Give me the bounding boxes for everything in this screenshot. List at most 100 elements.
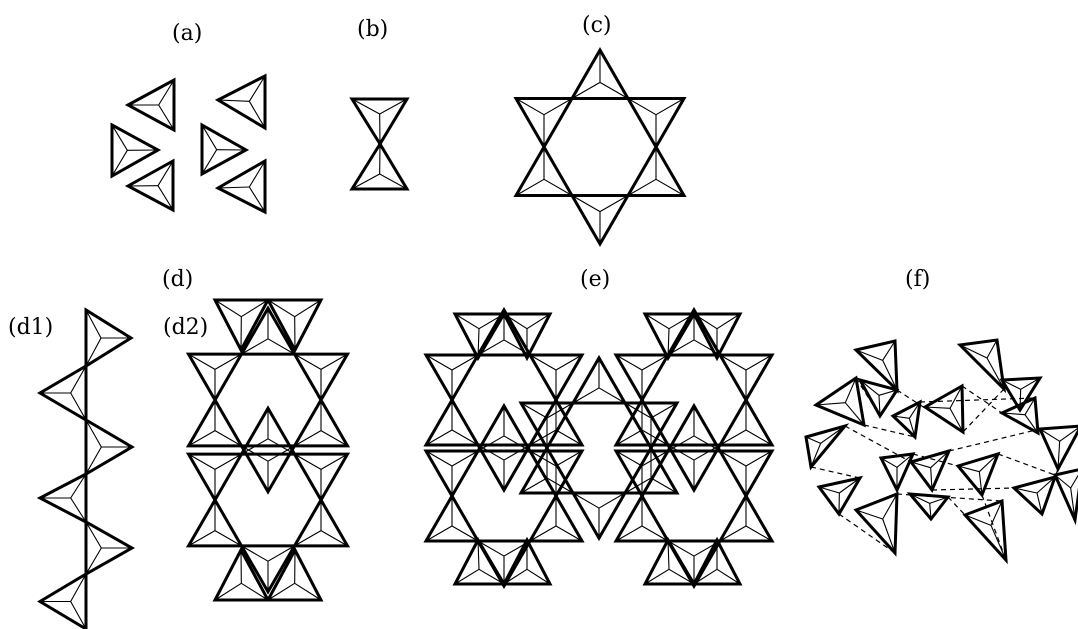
panel-c-six-ring — [513, 47, 687, 247]
ring-tetrahedron — [717, 353, 775, 404]
ring-tetrahedron — [665, 402, 723, 453]
framework-link — [961, 385, 1003, 414]
ring-tetrahedron — [238, 405, 298, 456]
framework-tetrahedron — [890, 399, 922, 441]
framework-tetrahedron — [1052, 468, 1078, 526]
panel-b-paired-tetrahedra — [349, 97, 410, 191]
panel-f-framework — [804, 338, 1078, 565]
label-a: (a) — [172, 21, 202, 46]
lower-tetrahedron — [349, 141, 410, 191]
ring-tetrahedron — [613, 492, 671, 543]
sheet-ring-1 — [423, 306, 585, 494]
label-d2: (d2) — [163, 315, 208, 340]
framework-link — [919, 397, 1036, 403]
ring-tetrahedron — [570, 354, 628, 405]
framework-tetrahedron — [812, 375, 866, 428]
framework-link — [838, 513, 896, 554]
chain-cap-upper-left — [212, 298, 271, 354]
tetrahedron — [200, 122, 250, 177]
ring-tetrahedron — [665, 443, 723, 494]
label-d: (d) — [162, 267, 193, 292]
sheet-cap — [642, 536, 697, 586]
label-d1: (d1) — [8, 315, 53, 340]
ring-tetrahedron — [569, 193, 631, 247]
sheet-ring-3 — [613, 306, 775, 494]
framework-link — [931, 487, 1015, 491]
framework-link — [981, 494, 1007, 561]
chain-cap-lower-left — [212, 546, 271, 602]
ring-tetrahedron — [475, 443, 533, 494]
framework-link — [947, 496, 966, 516]
panel-d2-double-chain — [185, 298, 351, 602]
double-chain-ring-lower — [185, 405, 351, 595]
framework-tetrahedron — [878, 452, 916, 494]
ring-tetrahedron — [238, 544, 298, 595]
framework-link — [855, 377, 881, 417]
six-ring — [513, 47, 687, 247]
framework-tetrahedron — [816, 475, 864, 517]
sheet-cap — [691, 536, 743, 586]
framework-link — [912, 453, 959, 467]
sheet-cap — [691, 312, 743, 362]
ring-tetrahedron — [622, 401, 680, 452]
ring-tetrahedron — [527, 492, 585, 543]
ring-tetrahedron — [291, 352, 351, 404]
sheet-ring-4 — [613, 402, 775, 590]
ring-tetrahedron — [613, 353, 671, 404]
ring-tetrahedron — [238, 305, 298, 356]
ring-tetrahedron — [423, 353, 481, 404]
label-c: (c) — [582, 13, 612, 38]
framework-tetrahedron — [998, 395, 1040, 436]
ring-tetrahedron — [185, 452, 245, 504]
ring-tetrahedron — [185, 352, 245, 404]
ring-tetrahedron — [527, 396, 585, 447]
ring-tetrahedron — [475, 402, 533, 453]
ring-tetrahedron — [513, 97, 575, 150]
framework-tetrahedron — [1037, 424, 1078, 473]
tetrahedron — [124, 158, 175, 213]
ring-tetrahedron — [185, 496, 245, 548]
double-chain-ring-upper — [185, 305, 351, 495]
ring-tetrahedron — [717, 449, 775, 500]
label-e: (e) — [580, 267, 610, 292]
ring-tetrahedron — [527, 353, 585, 404]
ring-tetrahedron — [613, 396, 671, 447]
chain-tetrahedron — [37, 571, 88, 629]
ring-tetrahedron — [569, 47, 631, 101]
ring-tetrahedron — [291, 496, 351, 548]
ring-tetrahedron — [291, 452, 351, 504]
framework-link — [810, 466, 861, 479]
framework-link — [855, 349, 898, 391]
tetrahedron — [110, 122, 162, 179]
ring-tetrahedron — [622, 444, 680, 495]
sheet-cap — [501, 536, 553, 586]
framework-tetrahedron — [999, 376, 1043, 413]
tetrahedron — [124, 77, 176, 133]
chain-tetrahedron — [84, 417, 135, 477]
label-b: (b) — [357, 17, 388, 42]
label-f: (f) — [905, 267, 930, 292]
ring-tetrahedron — [291, 396, 351, 448]
framework-tetrahedron — [922, 383, 965, 435]
framework-tetrahedron — [804, 423, 850, 471]
framework-tetrahedron — [906, 492, 951, 522]
ring-tetrahedron — [185, 396, 245, 448]
chain-tetrahedron — [37, 363, 88, 423]
ring-tetrahedron — [518, 401, 576, 452]
framework-link — [896, 389, 963, 433]
tetrahedron — [214, 158, 267, 215]
ring-tetrahedron — [717, 492, 775, 543]
framework-tetrahedron — [956, 338, 1007, 394]
panel-a-isolated-tetrahedra — [110, 73, 267, 215]
upper-tetrahedron — [349, 97, 410, 147]
framework-tetrahedron — [856, 377, 900, 419]
ring-tetrahedron — [423, 449, 481, 500]
chain-cap-upper-right — [265, 298, 324, 354]
framework-link — [962, 388, 1005, 433]
ring-tetrahedron — [570, 491, 628, 542]
framework-link — [1041, 468, 1059, 515]
ring-tetrahedron — [717, 396, 775, 447]
framework-link — [948, 428, 1041, 452]
ring-tetrahedron — [527, 449, 585, 500]
